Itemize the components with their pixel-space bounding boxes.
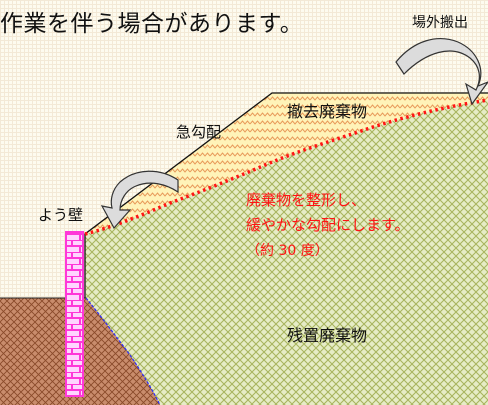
remaining-waste-region [85,100,488,405]
reshape-note-line1: 廃棄物を整形し、 [246,191,367,209]
curved-arrow-left-icon [100,170,179,230]
header-text: 作業を伴う場合があります。 [0,11,304,37]
steep-slope-line [84,92,488,298]
new-slope-dotted-line [84,98,488,236]
reshape-note-line3: （約 30 度） [246,243,329,259]
removed-waste-label: 撤去廃棄物 [287,102,368,121]
retaining-wall-label: よう壁 [38,206,84,224]
remaining-waste-label: 残置廃棄物 [287,326,368,345]
retaining-wall [65,231,84,397]
steep-slope-label: 急勾配 [176,123,222,141]
reshape-note-line2: 緩やかな勾配にします。 [246,216,410,234]
curved-arrow-right-icon [395,38,488,106]
off-site-export-label: 場外搬出 [412,15,468,31]
ground-boundary-line [85,297,161,405]
